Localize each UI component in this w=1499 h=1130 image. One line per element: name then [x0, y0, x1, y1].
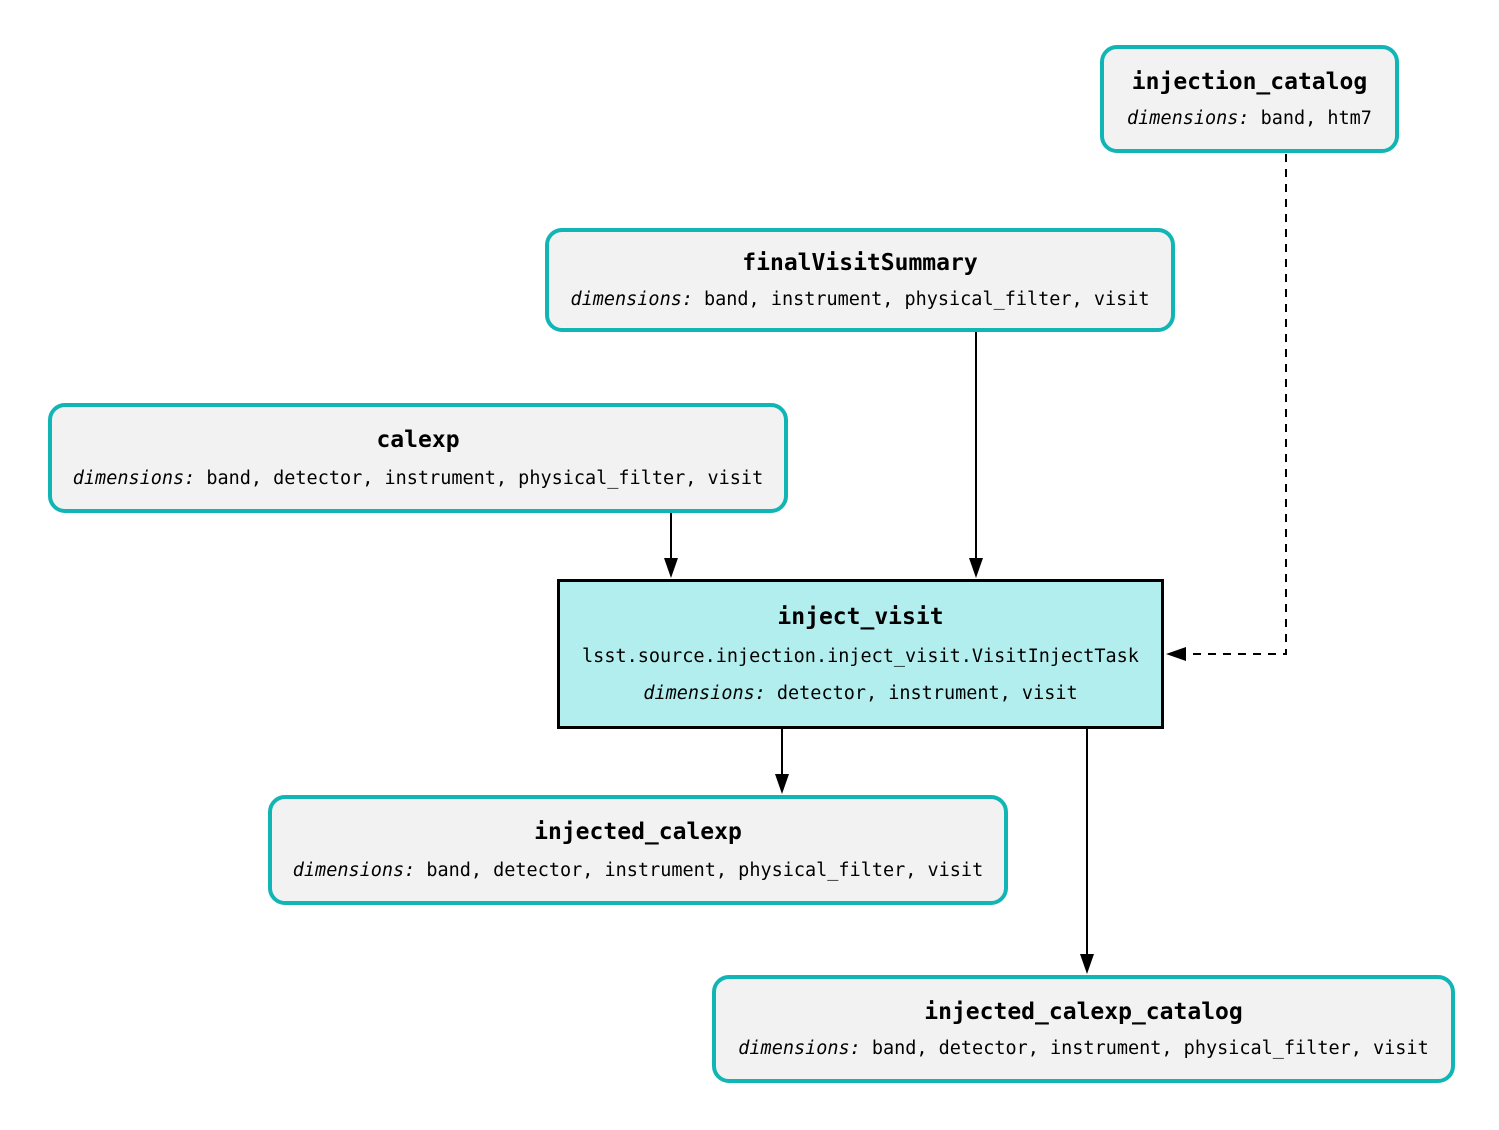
node-dimensions: dimensions: band, instrument, physical_fi…: [570, 289, 1149, 310]
node-title: injected_calexp: [534, 819, 742, 846]
node-dimensions: dimensions: band, detector, instrument, p…: [73, 468, 763, 489]
edge-injection-catalog-to-inject-visit: [1166, 154, 1287, 661]
edge-inject-visit-to-injected-calexp: [775, 729, 789, 794]
dimensions-label: dimensions:: [738, 1038, 861, 1060]
node-injected-calexp-catalog: injected_calexp_catalog dimensions: band,…: [712, 975, 1455, 1083]
edge-calexp-to-inject-visit: [664, 513, 678, 578]
node-calexp: calexp dimensions: band, detector, instru…: [48, 403, 788, 513]
edge-finalvisitsummary-to-inject-visit: [969, 332, 983, 578]
node-title: finalVisitSummary: [742, 250, 978, 277]
dimensions-values: band, detector, instrument, physical_fil…: [871, 1038, 1429, 1060]
dimensions-values: band, instrument, physical_filter, visit: [704, 288, 1150, 310]
node-inject-visit-task: inject_visit lsst.source.injection.injec…: [557, 579, 1164, 729]
dimensions-values: band, htm7: [1260, 108, 1372, 130]
dimensions-label: dimensions:: [72, 467, 196, 489]
node-dimensions: dimensions: detector, instrument, visit: [643, 683, 1077, 704]
task-class: lsst.source.injection.inject_visit.Visit…: [582, 646, 1139, 667]
dimensions-label: dimensions:: [1127, 108, 1250, 130]
node-title: injection_catalog: [1131, 68, 1368, 95]
node-title: inject_visit: [777, 604, 944, 630]
dimensions-label: dimensions:: [570, 288, 693, 310]
edge-inject-visit-to-injected-calexp-catalog: [1080, 729, 1094, 974]
dimensions-values: detector, instrument, visit: [776, 683, 1078, 704]
node-dimensions: dimensions: band, htm7: [1127, 108, 1372, 129]
node-finalvisitsummary: finalVisitSummary dimensions: band, instr…: [545, 228, 1175, 332]
dimensions-label: dimensions:: [292, 859, 416, 881]
dimensions-label: dimensions:: [643, 683, 766, 704]
node-title: calexp: [376, 427, 460, 454]
node-injection-catalog: injection_catalog dimensions: band, htm7: [1100, 45, 1399, 153]
dimensions-values: band, detector, instrument, physical_fil…: [206, 467, 764, 489]
node-dimensions: dimensions: band, detector, instrument, p…: [293, 860, 983, 881]
node-injected-calexp: injected_calexp dimensions: band, detecto…: [268, 795, 1008, 905]
node-title: injected_calexp_catalog: [924, 998, 1243, 1025]
node-dimensions: dimensions: band, detector, instrument, p…: [738, 1038, 1428, 1059]
dimensions-values: band, detector, instrument, physical_fil…: [426, 859, 984, 881]
